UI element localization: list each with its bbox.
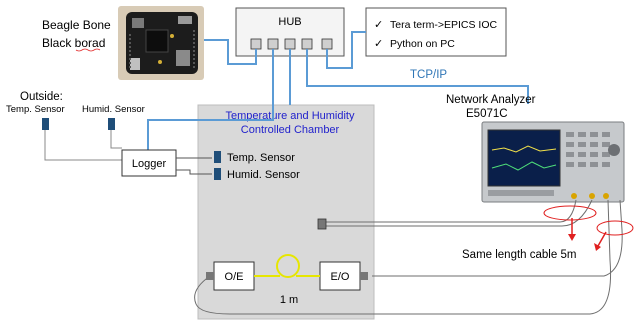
eo-label: E/O (331, 271, 350, 283)
hub-port-1 (250, 38, 262, 50)
software-check-1: ✓ (374, 19, 383, 31)
cable-loopback-lower (326, 199, 593, 227)
board-label-line2: Black borad (42, 36, 105, 50)
cable-to-eo (372, 199, 623, 277)
wire-board-to-hub (204, 39, 257, 65)
wire-outside-temp-to-logger (44, 130, 122, 161)
board-label-underline (75, 48, 101, 52)
analyzer-label-line1: Network Analyzer (446, 94, 536, 106)
chamber-humid-label: Humid. Sensor (227, 169, 300, 181)
hub-port-3 (284, 38, 296, 50)
hub-port-2 (267, 38, 279, 50)
chamber-title-line2: Controlled Chamber (241, 124, 340, 136)
network-analyzer-image (481, 121, 625, 203)
analyzer-label-line2: E5071C (466, 108, 508, 120)
logger-label: Logger (132, 158, 167, 170)
logger-box (121, 149, 177, 177)
oe-connector (206, 272, 214, 280)
outside-temp-sensor (42, 118, 49, 130)
oe-label: O/E (225, 271, 244, 283)
annotation-ellipse-upper (543, 205, 597, 221)
chamber-humid-sensor (214, 168, 221, 180)
wire-outside-humid-to-logger (110, 130, 122, 149)
hub-label: HUB (278, 16, 301, 28)
eo-connector (360, 272, 368, 280)
hub-port-5 (321, 38, 333, 50)
wire-logger-to-chamber-humid (176, 169, 212, 175)
outside-temp-label: Temp. Sensor (6, 104, 65, 115)
fiber-link (254, 254, 320, 278)
software-item-1: Tera term->EPICS IOC (390, 19, 497, 31)
cable-length-label: Same length cable 5m (462, 249, 576, 261)
software-box (365, 7, 507, 57)
chamber-temp-label: Temp. Sensor (227, 152, 295, 164)
network-wires (147, 31, 529, 150)
outside-humid-label: Humid. Sensor (82, 104, 145, 115)
chamber-temp-sensor (214, 151, 221, 163)
annotation-ellipse-right (596, 220, 634, 236)
outside-humid-sensor (108, 118, 115, 130)
annotation-arrows (568, 218, 607, 251)
chamber-cable-connector (317, 218, 327, 230)
link-label: TCP/IP (410, 69, 447, 81)
cable-annotation (543, 205, 634, 236)
wire-logger-to-hub (147, 49, 274, 150)
beaglebone-board-image (118, 6, 204, 80)
fiber-length-label: 1 m (280, 294, 298, 306)
cable-loopback-upper (326, 199, 577, 223)
outside-heading: Outside: (20, 91, 63, 103)
hub-port-4 (301, 38, 313, 50)
coax-cables (194, 199, 623, 315)
board-label-line1: Beagle Bone (42, 18, 111, 32)
cable-to-oe (194, 199, 612, 315)
wire-hub-to-analyzer (306, 49, 529, 104)
software-item-2: Python on PC (390, 38, 455, 50)
wire-hub-to-software (326, 31, 366, 69)
software-check-2: ✓ (374, 38, 383, 50)
